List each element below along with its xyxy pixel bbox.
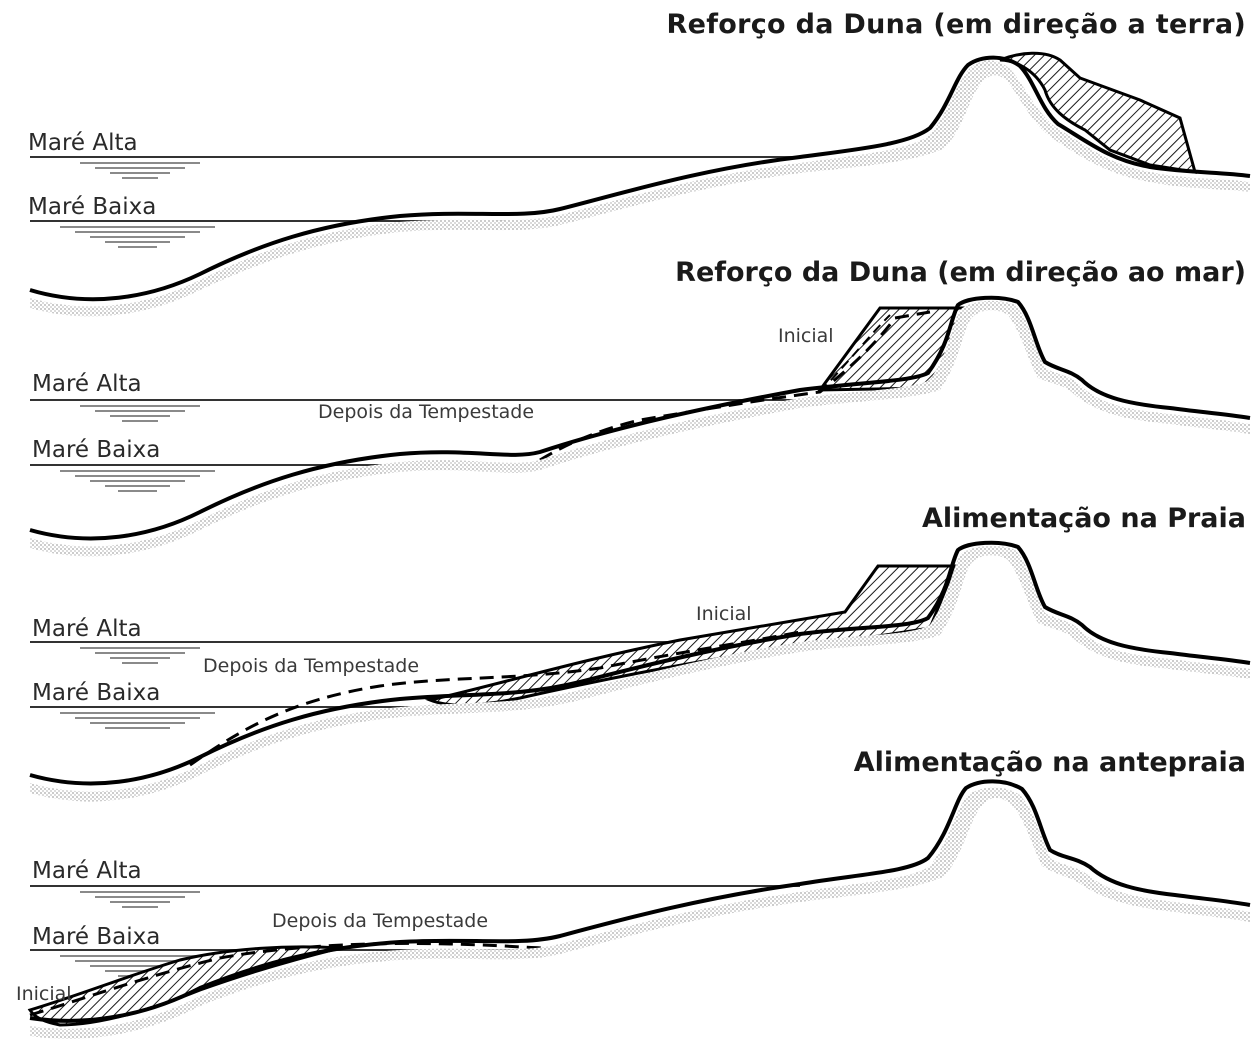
panel-1-low-tide-label: Maré Baixa	[28, 194, 156, 220]
panel-4-low-tide-label: Maré Baixa	[32, 924, 160, 950]
sand-layer	[30, 788, 1250, 1039]
low-tide-water-mark	[60, 471, 215, 491]
panel-4-initial-label: Inicial	[16, 983, 72, 1005]
panel-3-title: Alimentação na Praia	[922, 503, 1246, 534]
high-tide-water-mark	[80, 163, 200, 178]
panel-1-title: Reforço da Duna (em direção a terra)	[667, 9, 1247, 40]
panel-4-high-tide-label: Maré Alta	[32, 858, 142, 884]
panel-4-title: Alimentação na antepraia	[854, 747, 1246, 778]
panel-2-initial-label: Inicial	[778, 325, 834, 347]
high-tide-water-mark	[80, 406, 200, 421]
panel-4-after-storm-label: Depois da Tempestade	[272, 910, 488, 932]
high-tide-water-mark	[80, 648, 200, 663]
panel-3-high-tide-label: Maré Alta	[32, 616, 142, 642]
high-tide-water-mark	[80, 892, 200, 907]
panel-4	[30, 781, 1250, 1038]
panel-1-high-tide-label: Maré Alta	[28, 130, 138, 156]
low-tide-water-mark	[60, 227, 215, 247]
low-tide-water-mark	[60, 713, 215, 728]
panel-3-initial-label: Inicial	[696, 603, 752, 625]
panel-3-after-storm-label: Depois da Tempestade	[203, 655, 419, 677]
panel-2-low-tide-label: Maré Baixa	[32, 437, 160, 463]
panel-2-high-tide-label: Maré Alta	[32, 371, 142, 397]
panel-2-after-storm-label: Depois da Tempestade	[318, 401, 534, 423]
panel-2-title: Reforço da Duna (em direção ao mar)	[675, 257, 1246, 288]
panel-3-low-tide-label: Maré Baixa	[32, 680, 160, 706]
beach-profile-line	[30, 781, 1250, 1020]
